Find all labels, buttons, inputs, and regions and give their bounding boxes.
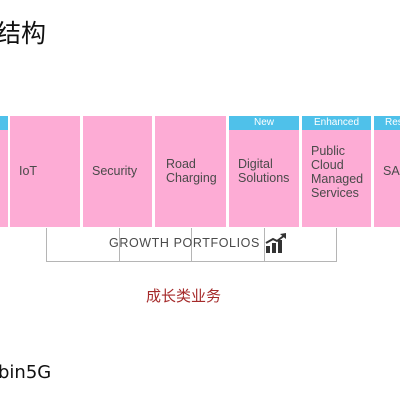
portfolio-card-digital-solutions: New Digital Solutions (229, 116, 300, 227)
growth-business-caption: 成长类业务 (146, 287, 222, 305)
bottom-text: bin5G (0, 362, 52, 383)
connector-line (264, 228, 265, 262)
growth-chart-icon (264, 232, 288, 254)
card-label: Road Charging (166, 157, 217, 185)
card-tag (0, 116, 8, 130)
card-label: IoT (19, 164, 38, 178)
growth-portfolios-label: GROWTH PORTFOLIOS (109, 236, 260, 250)
portfolio-card-public-cloud: Enhanced Public Cloud Managed Services (302, 116, 372, 227)
card-label: SAR (383, 164, 400, 178)
portfolio-card-road-charging: Road Charging (155, 116, 227, 227)
card-tag-new: New (229, 116, 299, 130)
portfolio-card-iot: IoT (10, 116, 81, 227)
connector-line (336, 228, 337, 262)
card-label: Public Cloud Managed Services (311, 144, 364, 200)
connector-line (46, 228, 47, 262)
card-tag-res: Res (374, 116, 400, 130)
connector-line (191, 228, 192, 262)
card-tag-enhanced: Enhanced (302, 116, 371, 130)
slide-title: 结构 (0, 19, 47, 48)
portfolio-card-security: Security (83, 116, 153, 227)
portfolio-card-sar: Res SAR (374, 116, 400, 227)
connector-line (119, 228, 120, 262)
portfolio-card-clipped (0, 116, 9, 227)
card-label: Security (92, 164, 138, 178)
connector-baseline (46, 261, 337, 262)
card-label: Digital Solutions (238, 157, 290, 185)
